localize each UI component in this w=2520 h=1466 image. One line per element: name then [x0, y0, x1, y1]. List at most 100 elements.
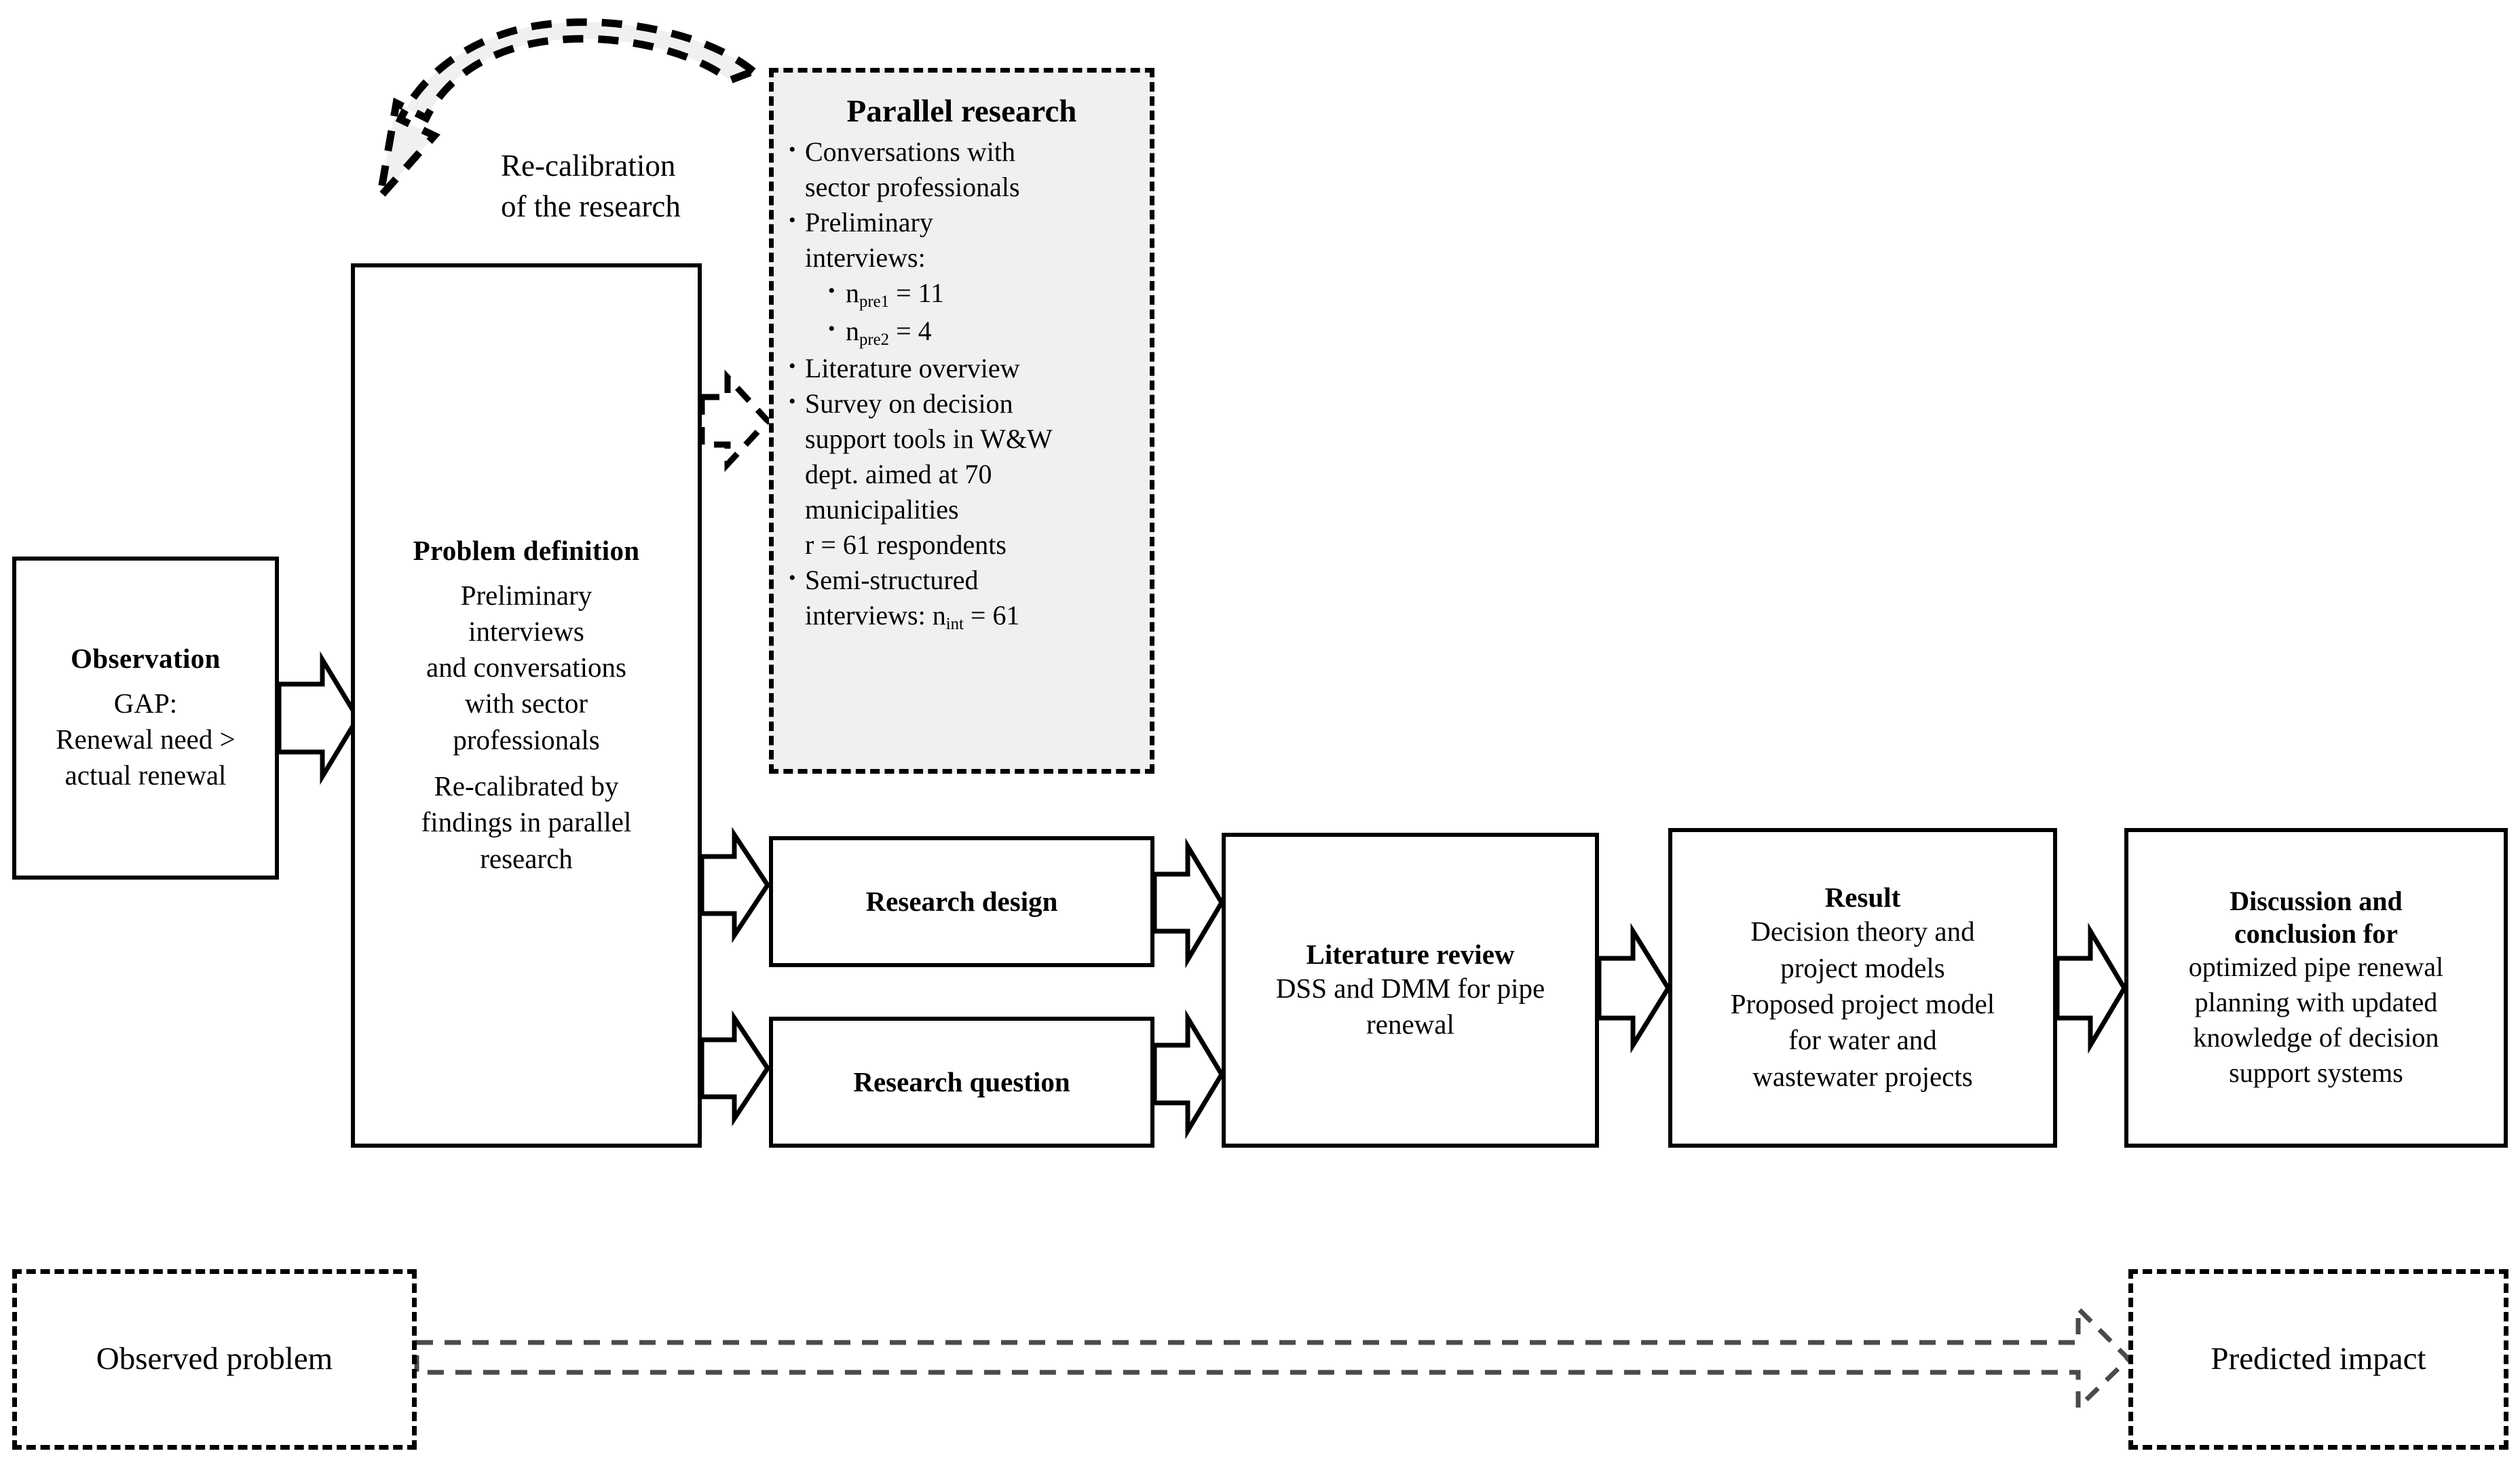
observation-title: Observation — [71, 643, 221, 675]
list-item-label: interviews: nint = 61 — [805, 598, 1140, 635]
n-int-subscript: int — [945, 614, 964, 633]
recalibration-caption: Re-calibration of the research — [501, 146, 759, 227]
arrow-problem-to-parallel-dashed — [698, 369, 772, 472]
list-item-label: r = 61 respondents — [805, 529, 1007, 560]
arrow-literature-to-result — [1596, 922, 1672, 1054]
recalibration-line-1: Re-calibration — [501, 149, 676, 183]
result-line-1: Decision theory and — [1750, 916, 1975, 947]
n-pre2-subscript: pre2 — [859, 330, 890, 349]
discussion-title-line-1: Discussion and — [2230, 886, 2403, 917]
arrow-observed-to-predicted-dashed — [414, 1302, 2132, 1414]
list-item: r = 61 respondents — [805, 527, 1140, 563]
list-item-label: Survey on decision — [805, 388, 1013, 419]
problem-definition-line-4: with sector — [464, 688, 588, 719]
problem-definition-line-8: research — [480, 842, 573, 874]
bullet-icon: • — [828, 280, 835, 303]
problem-definition-line-1: Preliminary — [460, 579, 593, 611]
problem-definition-line-5: professionals — [453, 723, 600, 755]
list-item: • Survey on decision — [789, 386, 1140, 421]
list-item: interviews: — [805, 240, 1140, 276]
list-item: dept. aimed at 70 — [805, 457, 1140, 492]
list-item: • Conversations with — [789, 134, 1140, 170]
list-item: municipalities — [805, 492, 1140, 527]
problem-definition-title: Problem definition — [413, 534, 640, 566]
n-pre1-value: = 11 — [889, 278, 945, 309]
list-item-label: interviews: — [805, 242, 926, 274]
list-item-label: dept. aimed at 70 — [805, 458, 992, 489]
bullet-icon: • — [789, 566, 796, 589]
list-item: • Preliminary — [789, 205, 1140, 240]
n-pre1-subscript: pre1 — [859, 293, 890, 312]
list-item: • Literature overview — [789, 351, 1140, 386]
list-item-sub: • npre1 = 11 — [828, 276, 1140, 313]
observed-problem-box: Observed problem — [12, 1269, 417, 1450]
bullet-icon: • — [789, 354, 796, 377]
result-line-3: Proposed project model — [1730, 988, 1995, 1020]
predicted-impact-label: Predicted impact — [2211, 1341, 2426, 1377]
parallel-research-list: • Conversations with sector professional… — [774, 134, 1150, 635]
recalibration-line-2: of the research — [501, 189, 681, 223]
list-item: • Semi-structured — [789, 563, 1140, 598]
literature-review-line-1: DSS and DMM for pipe — [1275, 972, 1545, 1004]
research-design-title: Research design — [865, 886, 1058, 918]
predicted-impact-box: Predicted impact — [2128, 1269, 2508, 1450]
list-item-label: Literature overview — [805, 352, 1020, 383]
result-line-2: project models — [1780, 952, 1945, 983]
arrow-research-question-to-literature — [1152, 1009, 1225, 1140]
arrow-problem-to-research-design — [699, 827, 771, 943]
list-item-label: Conversations with — [805, 136, 1015, 168]
bullet-icon: • — [789, 209, 796, 232]
discussion-conclusion-box: Discussion and conclusion for optimized … — [2124, 828, 2508, 1148]
arrow-research-design-to-literature — [1152, 838, 1225, 969]
observation-line-2: Renewal need > — [56, 723, 236, 755]
literature-review-line-2: renewal — [1366, 1009, 1454, 1040]
problem-definition-line-6: Re-calibrated by — [434, 770, 619, 802]
bullet-icon: • — [828, 317, 835, 340]
n-pre2-base: n — [846, 315, 859, 346]
discussion-line-4: support systems — [2229, 1057, 2403, 1088]
discussion-title-line-2: conclusion for — [2234, 918, 2399, 949]
list-item-label: Semi-structured — [805, 564, 979, 595]
parallel-research-box: Parallel research • Conversations with s… — [769, 68, 1154, 774]
research-design-box: Research design — [769, 836, 1154, 967]
list-item-sub: • npre2 = 4 — [828, 314, 1140, 351]
list-item-label: Preliminary — [805, 207, 933, 238]
list-item: support tools in W&W — [805, 421, 1140, 457]
observation-box: Observation GAP: Renewal need > actual r… — [12, 557, 279, 880]
n-pre1-base: n — [846, 278, 859, 309]
arrow-observation-to-problem — [276, 651, 361, 785]
result-line-5: wastewater projects — [1752, 1060, 1973, 1092]
list-item: interviews: nint = 61 — [805, 598, 1140, 635]
n-pre2-value: = 4 — [889, 315, 932, 346]
result-line-4: for water and — [1788, 1024, 1937, 1056]
bullet-icon: • — [789, 138, 796, 162]
list-item-label: sector professionals — [805, 172, 1020, 203]
list-item-label: npre1 = 11 — [846, 276, 1140, 313]
observation-line-3: actual renewal — [64, 759, 227, 791]
parallel-research-title: Parallel research — [846, 94, 1077, 129]
n-int-value: = 61 — [963, 599, 1020, 631]
bullet-icon: • — [789, 390, 796, 413]
observed-problem-label: Observed problem — [96, 1341, 333, 1377]
list-item-label: support tools in W&W — [805, 423, 1053, 454]
arrow-problem-to-research-question — [699, 1010, 771, 1127]
observation-line-1: GAP: — [113, 687, 178, 719]
result-title: Result — [1824, 882, 1901, 914]
problem-definition-box: Problem definition Preliminary interview… — [351, 263, 702, 1148]
problem-definition-line-3: and conversations — [426, 652, 626, 683]
literature-review-title: Literature review — [1306, 938, 1515, 970]
discussion-line-3: knowledge of decision — [2193, 1021, 2439, 1053]
n-int-base: interviews: n — [805, 599, 946, 631]
problem-definition-line-7: findings in parallel — [421, 806, 632, 838]
literature-review-box: Literature review DSS and DMM for pipe r… — [1222, 833, 1599, 1148]
list-item-label: npre2 = 4 — [846, 314, 1140, 351]
list-item: sector professionals — [805, 170, 1140, 205]
discussion-line-1: optimized pipe renewal — [2188, 951, 2444, 982]
research-question-box: Research question — [769, 1017, 1154, 1148]
discussion-line-2: planning with updated — [2194, 986, 2438, 1017]
arrow-result-to-discussion — [2054, 922, 2128, 1054]
list-item-label: municipalities — [805, 493, 959, 525]
problem-definition-line-2: interviews — [468, 615, 584, 647]
research-question-title: Research question — [853, 1066, 1070, 1098]
